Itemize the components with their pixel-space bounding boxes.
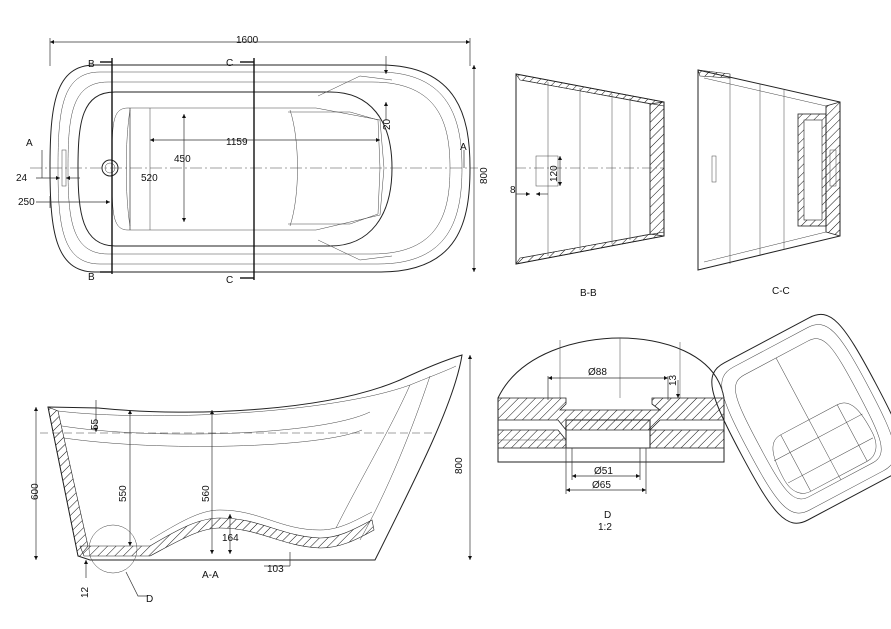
dim-d88: Ø88 <box>588 367 607 378</box>
dim-250: 250 <box>18 197 35 208</box>
dim-20: 20 <box>382 118 393 130</box>
section-mark-c-top: C <box>226 58 233 69</box>
section-mark-a-right: A <box>460 142 467 153</box>
dim-13: 13 <box>668 374 679 386</box>
section-mark-b-top: B <box>88 59 95 70</box>
dim-d51: Ø51 <box>594 466 613 477</box>
dim-164: 164 <box>222 533 239 544</box>
detail-d-scale: 1:2 <box>598 522 612 533</box>
dim-8: 8 <box>510 185 516 196</box>
dim-550: 550 <box>118 485 129 502</box>
side-view <box>33 354 473 597</box>
detail-d-label: D <box>604 510 611 521</box>
dim-800-side: 800 <box>454 457 465 474</box>
dim-12: 12 <box>80 586 91 598</box>
dim-800-top: 800 <box>479 167 490 184</box>
perspective-view <box>711 313 891 524</box>
dim-1159: 1159 <box>226 137 248 148</box>
labels: 1600 1159 450 520 24 250 20 800 B B C C … <box>16 35 790 605</box>
section-cc-label: C-C <box>772 286 790 297</box>
section-cc <box>697 69 841 271</box>
section-mark-a-left: A <box>26 138 33 149</box>
dim-55: 55 <box>90 418 101 430</box>
dim-1600: 1600 <box>236 35 259 46</box>
dim-520: 520 <box>141 173 158 184</box>
dim-600: 600 <box>30 483 41 500</box>
top-view <box>30 38 478 280</box>
dim-24: 24 <box>16 173 28 184</box>
dim-120: 120 <box>549 165 560 182</box>
dim-450: 450 <box>174 154 191 165</box>
section-bb <box>515 73 665 265</box>
section-bb-label: B-B <box>580 288 597 299</box>
dim-103: 103 <box>267 564 284 575</box>
dim-560: 560 <box>201 485 212 502</box>
section-mark-b-bottom: B <box>88 272 95 283</box>
section-aa-label: A-A <box>202 570 219 581</box>
detail-d-callout: D <box>146 594 153 605</box>
section-mark-c-bottom: C <box>226 275 233 286</box>
dim-d65: Ø65 <box>592 480 611 491</box>
detail-d <box>497 337 725 494</box>
